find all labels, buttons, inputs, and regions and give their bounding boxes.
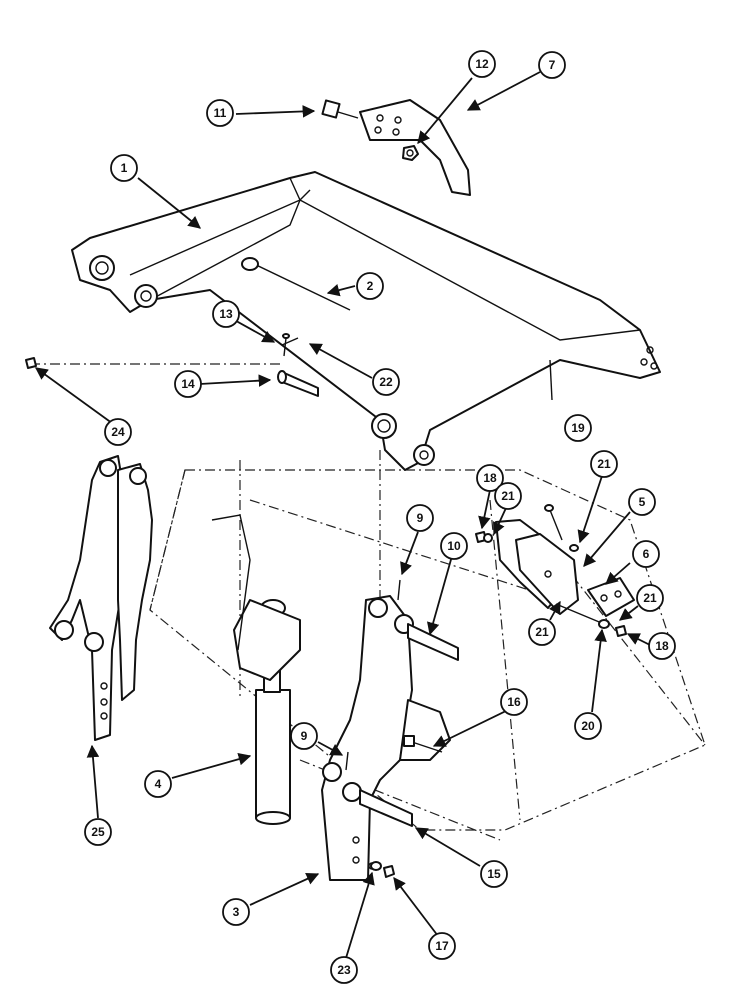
- side-arm-part-25: [49, 455, 153, 741]
- pin-part-10: [407, 623, 459, 661]
- pin-part-15: [359, 789, 413, 827]
- nut-part-18-right: [615, 625, 627, 637]
- svg-text:11: 11: [214, 106, 227, 120]
- tooth-bracket-part-7: [359, 99, 471, 196]
- svg-text:21: 21: [535, 625, 549, 639]
- svg-text:13: 13: [219, 307, 233, 321]
- callout-18-right: 18: [648, 632, 676, 660]
- callout-18-left: 18: [476, 464, 504, 492]
- svg-text:12: 12: [475, 57, 489, 71]
- callout-9-upper: 9: [406, 504, 434, 532]
- svg-text:17: 17: [435, 939, 449, 953]
- callout-24: 24: [104, 418, 132, 446]
- cotter-pin-part-9-upper: [397, 579, 401, 601]
- cotter-pin-part-13: [282, 333, 290, 357]
- svg-text:1: 1: [121, 161, 128, 175]
- callout-9-lower: 9: [290, 722, 318, 750]
- svg-text:16: 16: [507, 695, 521, 709]
- bolt-part-16: [403, 735, 443, 753]
- callout-21-top: 21: [590, 450, 618, 478]
- callout-19: 19: [564, 414, 592, 442]
- callout-21-right: 21: [636, 584, 664, 612]
- boom-frame-part-1: [71, 171, 661, 471]
- callout-4: 4: [144, 770, 172, 798]
- svg-text:4: 4: [155, 777, 162, 791]
- svg-text:22: 22: [379, 375, 393, 389]
- svg-text:18: 18: [655, 639, 669, 653]
- svg-text:24: 24: [111, 425, 125, 439]
- bolt-part-20: [555, 603, 610, 629]
- svg-text:14: 14: [181, 377, 195, 391]
- svg-text:18: 18: [483, 471, 497, 485]
- bracket-part-5: [495, 519, 579, 615]
- grease-fitting-part-24: [25, 357, 37, 369]
- callout-16: 16: [500, 688, 528, 716]
- svg-text:2: 2: [367, 279, 374, 293]
- svg-text:21: 21: [501, 489, 515, 503]
- svg-text:19: 19: [571, 421, 585, 435]
- svg-text:7: 7: [549, 58, 556, 72]
- callout-11: 11: [206, 99, 234, 127]
- callout-21-left: 21: [494, 482, 522, 510]
- svg-text:9: 9: [301, 729, 308, 743]
- callout-1: 1: [110, 154, 138, 182]
- svg-text:23: 23: [337, 963, 351, 977]
- svg-text:25: 25: [91, 825, 105, 839]
- svg-text:3: 3: [233, 905, 240, 919]
- callout-17: 17: [428, 932, 456, 960]
- nut-part-17: [383, 865, 395, 878]
- callout-12: 12: [468, 50, 496, 78]
- callout-10: 10: [440, 532, 468, 560]
- leader-lines: [34, 71, 653, 959]
- pin-part-14: [277, 370, 319, 397]
- svg-text:9: 9: [417, 511, 424, 525]
- callout-14: 14: [174, 370, 202, 398]
- svg-text:5: 5: [639, 495, 646, 509]
- nut-part-12: [402, 145, 419, 161]
- cotter-pin-part-9-lower: [345, 751, 349, 771]
- callout-15: 15: [480, 860, 508, 888]
- callout-25: 25: [84, 818, 112, 846]
- callout-20: 20: [574, 712, 602, 740]
- washer-part-21-top: [569, 544, 579, 552]
- callout-5: 5: [628, 488, 656, 516]
- bolt-part-19: [544, 504, 563, 541]
- retainer-part-22: [281, 337, 299, 346]
- plate-part-6: [587, 577, 635, 617]
- washer-part-21-left: [483, 533, 493, 543]
- svg-text:10: 10: [447, 539, 461, 553]
- svg-text:6: 6: [643, 547, 650, 561]
- washer-part-23: [370, 861, 382, 871]
- callout-13: 13: [212, 300, 240, 328]
- callout-22: 22: [372, 368, 400, 396]
- callout-7: 7: [538, 51, 566, 79]
- bolt-part-11: [321, 99, 359, 119]
- callout-6: 6: [632, 540, 660, 568]
- svg-text:20: 20: [581, 719, 595, 733]
- svg-text:15: 15: [487, 867, 501, 881]
- callout-23: 23: [330, 956, 358, 984]
- cross-rod-part-2: [241, 257, 351, 311]
- callout-3: 3: [222, 898, 250, 926]
- callout-21-lower: 21: [528, 618, 556, 646]
- callout-2: 2: [356, 272, 384, 300]
- cylinder-part-4: [211, 514, 301, 825]
- svg-text:21: 21: [643, 591, 657, 605]
- svg-text:21: 21: [597, 457, 611, 471]
